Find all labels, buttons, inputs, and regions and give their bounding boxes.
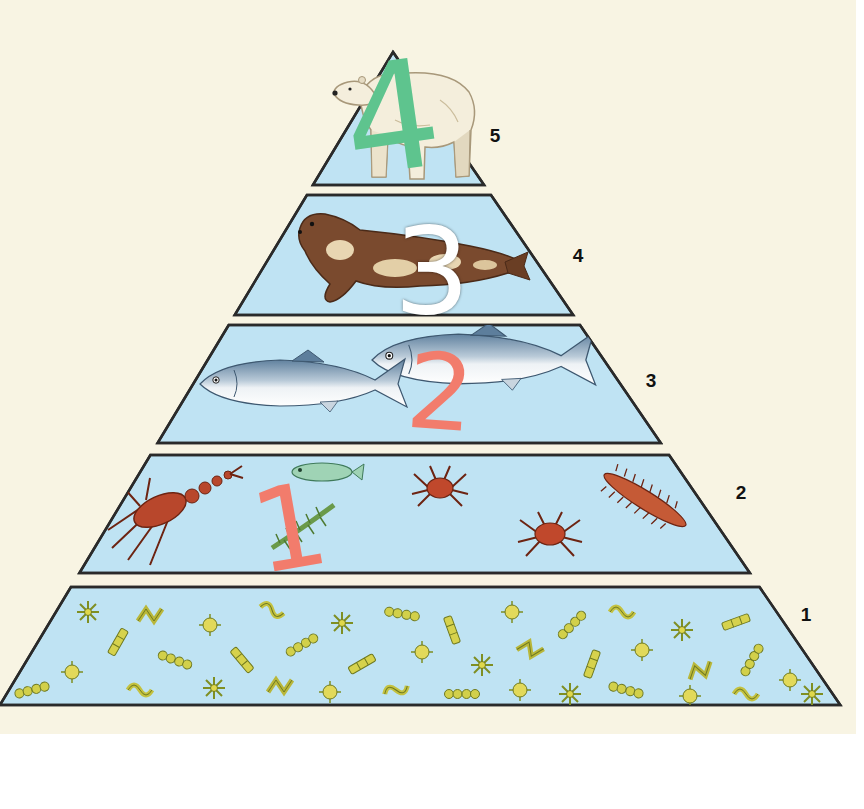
level-number: 4 — [573, 246, 584, 265]
level-number: 3 — [646, 371, 657, 390]
organism-illustration — [200, 323, 596, 412]
trophic-level-band: 1 — [0, 587, 864, 705]
handwritten-number: 4 — [334, 37, 449, 199]
trophic-level-band: 2 — [0, 455, 864, 573]
band-outline — [0, 587, 864, 705]
handwritten-number: 1 — [244, 465, 336, 591]
organism-illustration — [108, 460, 695, 565]
level-number: 2 — [736, 483, 747, 502]
organism-illustration — [14, 601, 823, 707]
level-number: 5 — [490, 126, 501, 145]
level-number: 1 — [801, 605, 812, 624]
band-outline — [0, 455, 864, 573]
handwritten-number: 3 — [394, 212, 470, 332]
handwritten-number: 2 — [403, 338, 477, 447]
